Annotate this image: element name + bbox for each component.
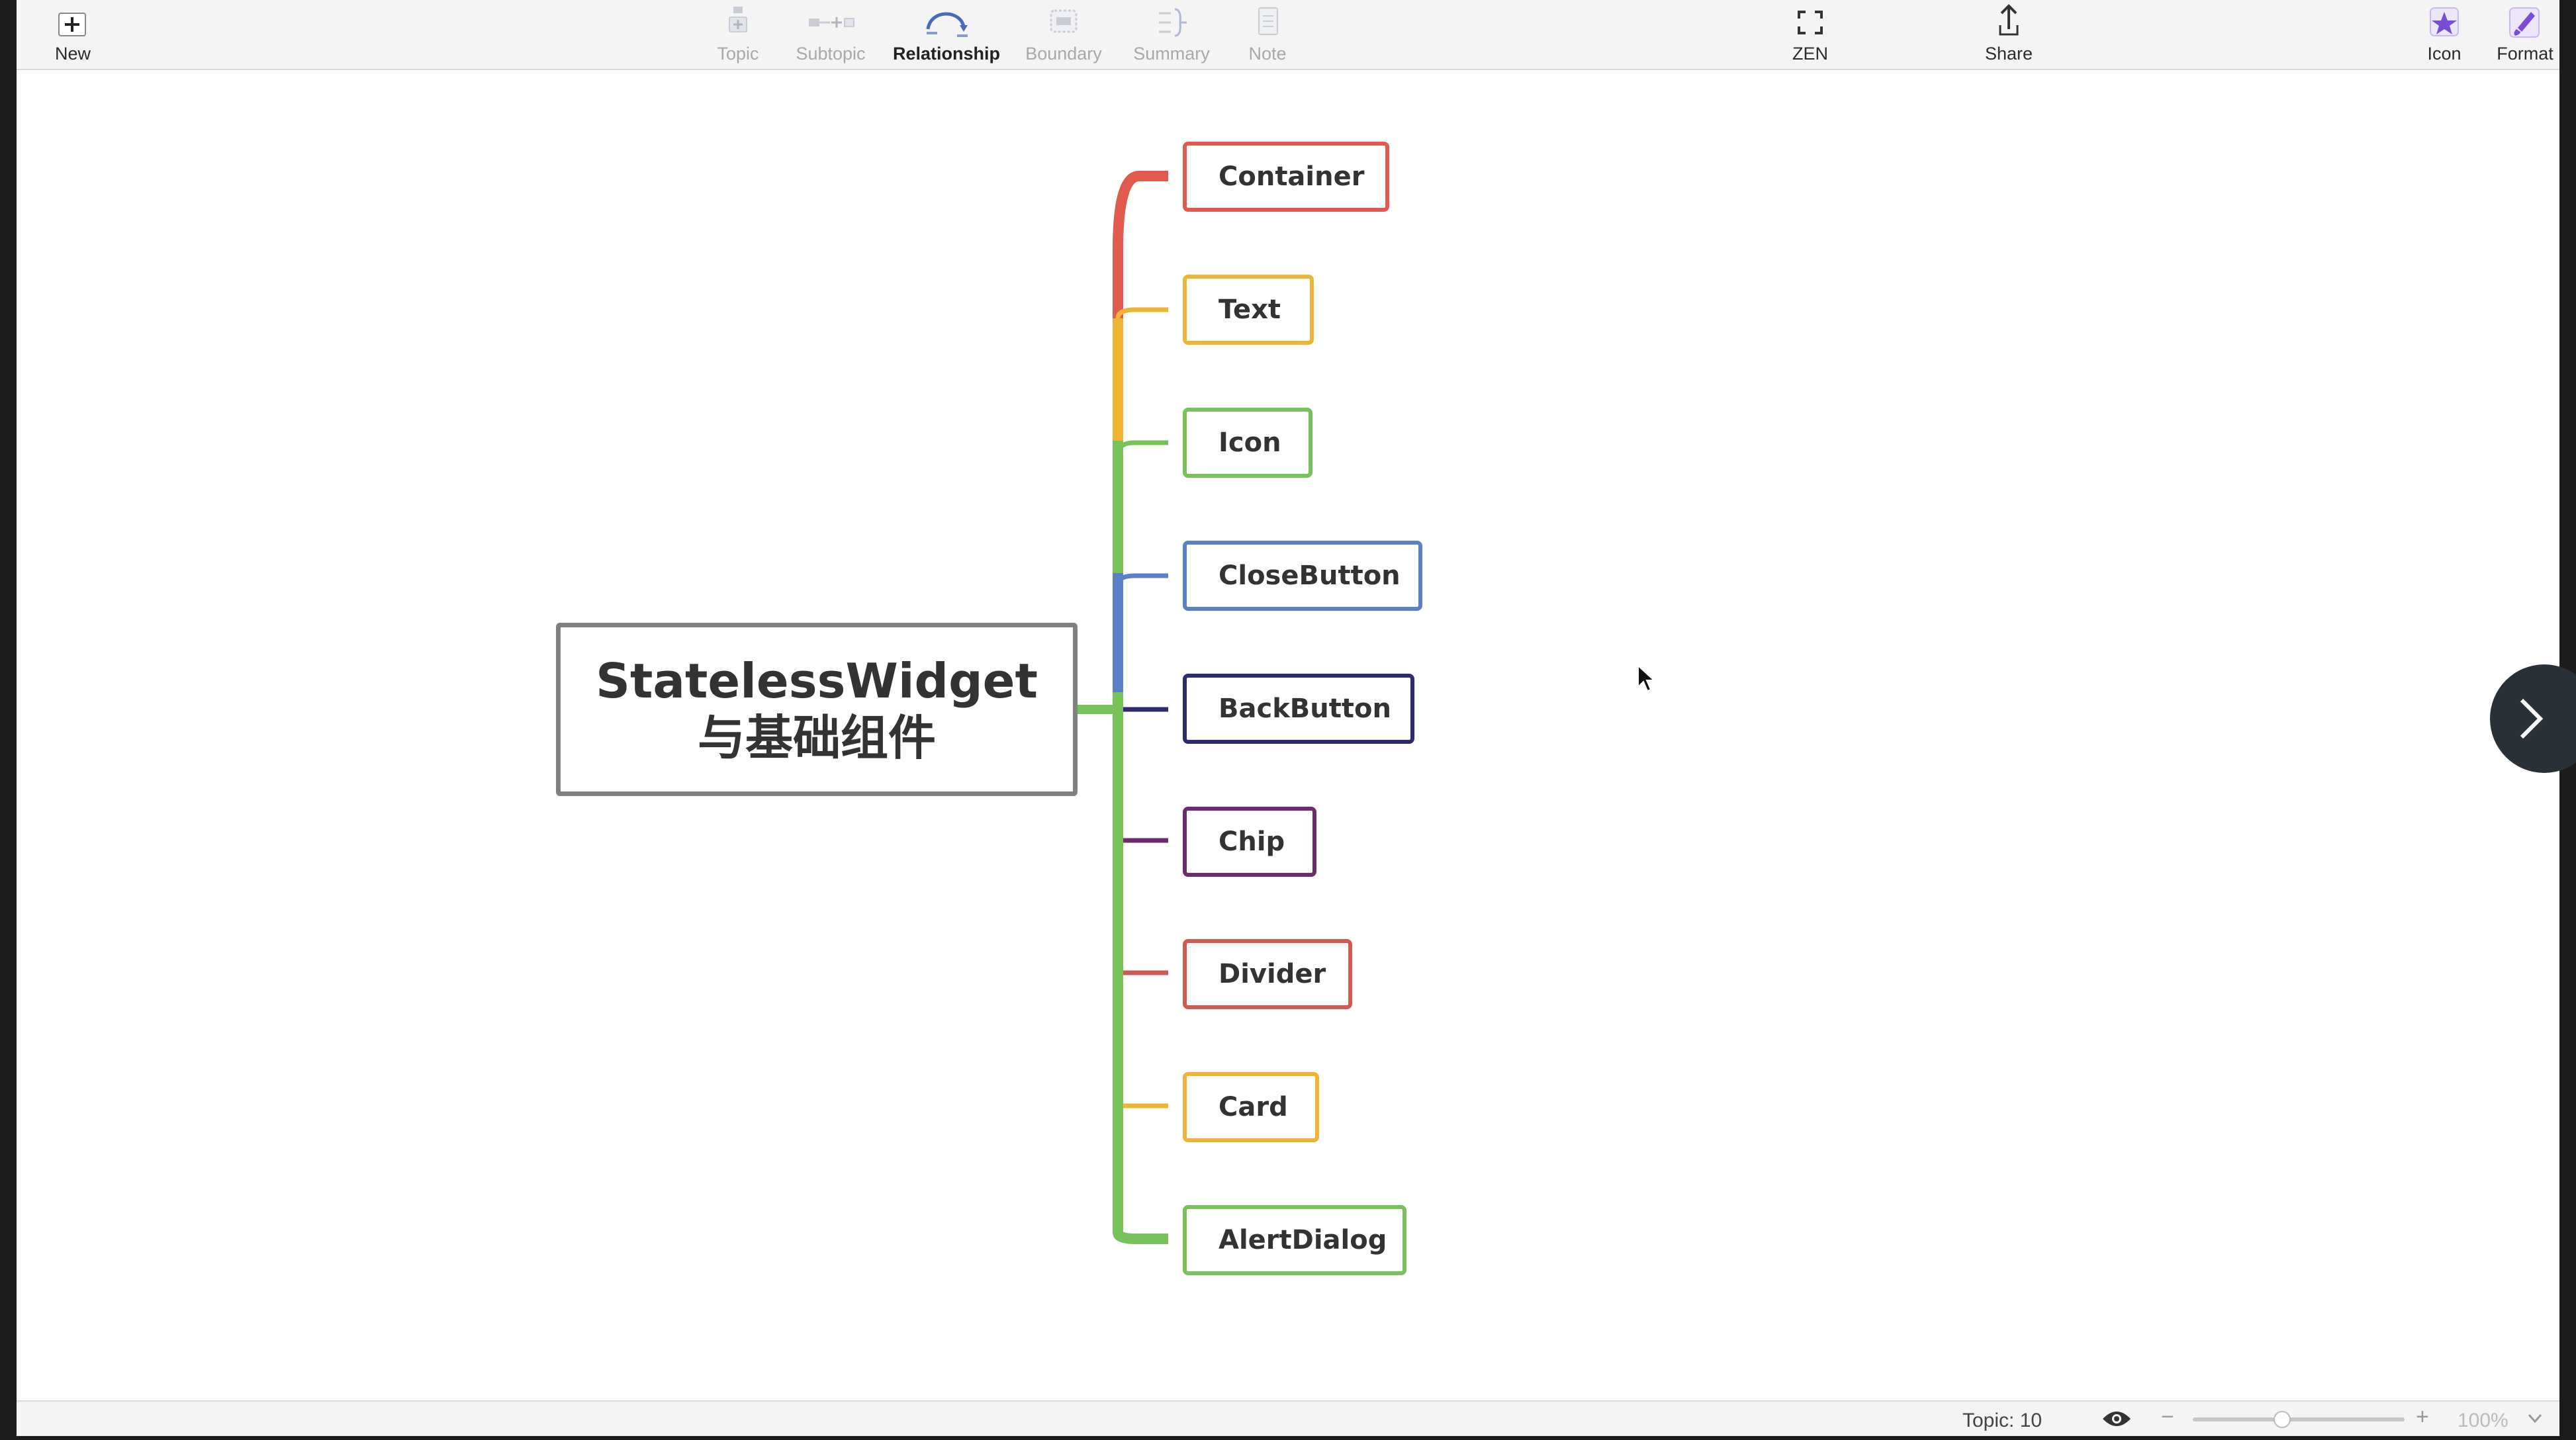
branch-container [1113,171,1168,318]
note-label: Note [1248,44,1287,64]
subtopic-chip[interactable]: Chip [1183,807,1316,877]
mindmap-app-window: New Topic Subtopic [17,0,2559,1436]
zoom-slider-handle[interactable] [2274,1411,2291,1428]
paintbrush-icon [2509,7,2540,38]
icon-label: Icon [2427,44,2461,64]
subtopic-label: Subtopic [796,44,866,64]
chevron-down-icon[interactable] [2525,1408,2545,1428]
zoom-slider[interactable] [2193,1418,2405,1421]
topic-icon [729,7,747,32]
subtopic-label: AlertDialog [1219,1225,1387,1255]
fullscreen-icon [1798,11,1823,34]
topic-label: Topic [717,44,759,64]
format-button[interactable]: Format [2489,0,2561,69]
topic-count: Topic: 10 [1962,1410,2043,1431]
share-button[interactable]: Share [1976,0,2042,69]
new-label: New [54,44,91,64]
status-bar: Topic: 10 − + 100% [17,1400,2559,1436]
subtopic-label: Text [1219,294,1281,325]
subtopic-label: CloseButton [1219,561,1401,591]
zen-button[interactable]: ZEN [1777,0,1843,69]
eye-icon[interactable] [2101,1408,2132,1429]
icon-button[interactable]: Icon [2411,0,2477,69]
share-icon [1999,4,2019,36]
summary-icon [1159,8,1187,37]
new-icon [58,13,86,36]
subtopic-backbutton[interactable]: BackButton [1183,674,1414,744]
branch-closebutton [1115,573,1168,586]
share-label: Share [1984,44,2033,64]
central-topic-title: StatelessWidget [596,653,1038,709]
summary-label: Summary [1133,44,1210,64]
zoom-level: 100% [2458,1410,2508,1431]
new-button[interactable]: New [43,0,103,69]
subtopic-card[interactable]: Card [1183,1072,1319,1142]
topic-button[interactable]: Topic [708,0,768,69]
note-icon [1258,7,1278,35]
boundary-icon [1050,9,1078,33]
mouse-cursor-icon [1637,664,1656,692]
subtopic-label: Divider [1219,959,1326,989]
branch-alertdialog [1113,692,1168,1244]
zen-label: ZEN [1792,44,1828,64]
note-button[interactable]: Note [1234,0,1301,69]
central-topic[interactable]: StatelessWidget 与基础组件 [556,623,1078,796]
summary-button[interactable]: Summary [1122,0,1221,69]
subtopic-icon [809,17,854,28]
mindmap-canvas[interactable]: StatelessWidget 与基础组件 Container Text Ico… [17,70,2559,1400]
subtopic-button[interactable]: Subtopic [788,0,874,69]
subtopic-icon[interactable]: Icon [1183,408,1312,478]
boundary-label: Boundary [1025,44,1102,64]
next-slide-button[interactable] [2490,664,2576,773]
relationship-label: Relationship [892,44,1000,64]
subtopic-divider[interactable]: Divider [1183,939,1352,1009]
relationship-icon [926,12,968,37]
star-icon [2430,7,2459,36]
branch-lines [1076,171,1168,1244]
subtopic-closebutton[interactable]: CloseButton [1183,541,1422,611]
zoom-in-button[interactable]: + [2416,1404,2429,1429]
branch-text [1115,307,1168,319]
central-topic-subtitle: 与基础组件 [697,710,936,766]
toolbar: New Topic Subtopic [17,0,2559,70]
subtopic-text[interactable]: Text [1183,275,1314,345]
zoom-out-button[interactable]: − [2161,1404,2174,1429]
format-label: Format [2497,44,2553,64]
subtopic-container[interactable]: Container [1183,142,1389,212]
subtopic-label: Card [1219,1092,1288,1122]
subtopic-label: BackButton [1219,694,1391,724]
relationship-button[interactable]: Relationship [884,0,1009,69]
subtopic-label: Container [1219,161,1365,192]
chevron-right-icon [2520,698,2544,739]
boundary-button[interactable]: Boundary [1017,0,1110,69]
subtopic-alertdialog[interactable]: AlertDialog [1183,1205,1406,1275]
branch-icon [1115,440,1168,455]
subtopic-label: Chip [1219,827,1285,857]
subtopic-label: Icon [1219,428,1281,458]
